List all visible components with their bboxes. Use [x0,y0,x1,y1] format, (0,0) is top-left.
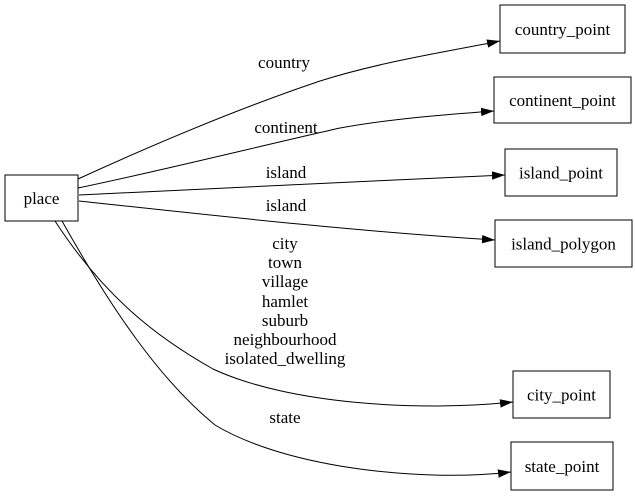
node-label-state-point: state_point [525,457,600,476]
edge-label-city: city [272,234,298,253]
edge-label-city-group: city town village hamlet suburb neighbou… [225,234,346,368]
node-label-island-point: island_point [519,164,603,183]
edge-place-country-point [77,39,501,180]
node-island-polygon: island_polygon [494,219,633,268]
edge-label-suburb: suburb [262,311,308,330]
node-label-country-point: country_point [515,20,611,39]
edge-label-country: country [258,53,310,72]
edge-place-state-point [61,220,512,478]
edge-place-island-point [78,171,506,196]
edge-place-island-polygon [78,200,496,244]
node-island-point: island_point [504,148,618,197]
edge-label-town: town [268,253,303,272]
node-country-point: country_point [499,4,626,54]
edge-label-island-polygon: island [266,196,307,215]
node-box-state-point [510,441,614,491]
node-city-point: city_point [512,370,611,419]
node-box-city-point [512,370,611,419]
node-box-place [4,174,79,222]
edge-place-continent-point [77,107,495,189]
edge-label-hamlet: hamlet [262,292,309,311]
edge-place-city-point [54,220,514,408]
edge-label-island-point: island [266,163,307,182]
node-label-city-point: city_point [527,386,596,405]
node-box-continent-point [493,76,632,124]
node-label-island-polygon: island_polygon [511,235,616,254]
edge-label-state: state [269,408,300,427]
node-label-continent-point: continent_point [509,91,616,110]
node-state-point: state_point [510,441,614,491]
edge-label-isolated-dwelling: isolated_dwelling [225,349,346,368]
edge-label-neighbourhood: neighbourhood [234,330,337,349]
node-box-island-polygon [494,219,633,268]
node-continent-point: continent_point [493,76,632,124]
node-place: place [4,174,79,222]
node-box-country-point [499,4,626,54]
node-label-place: place [24,189,60,208]
node-box-island-point [504,148,618,197]
edge-label-continent: continent [254,118,318,137]
edge-label-village: village [262,272,308,291]
